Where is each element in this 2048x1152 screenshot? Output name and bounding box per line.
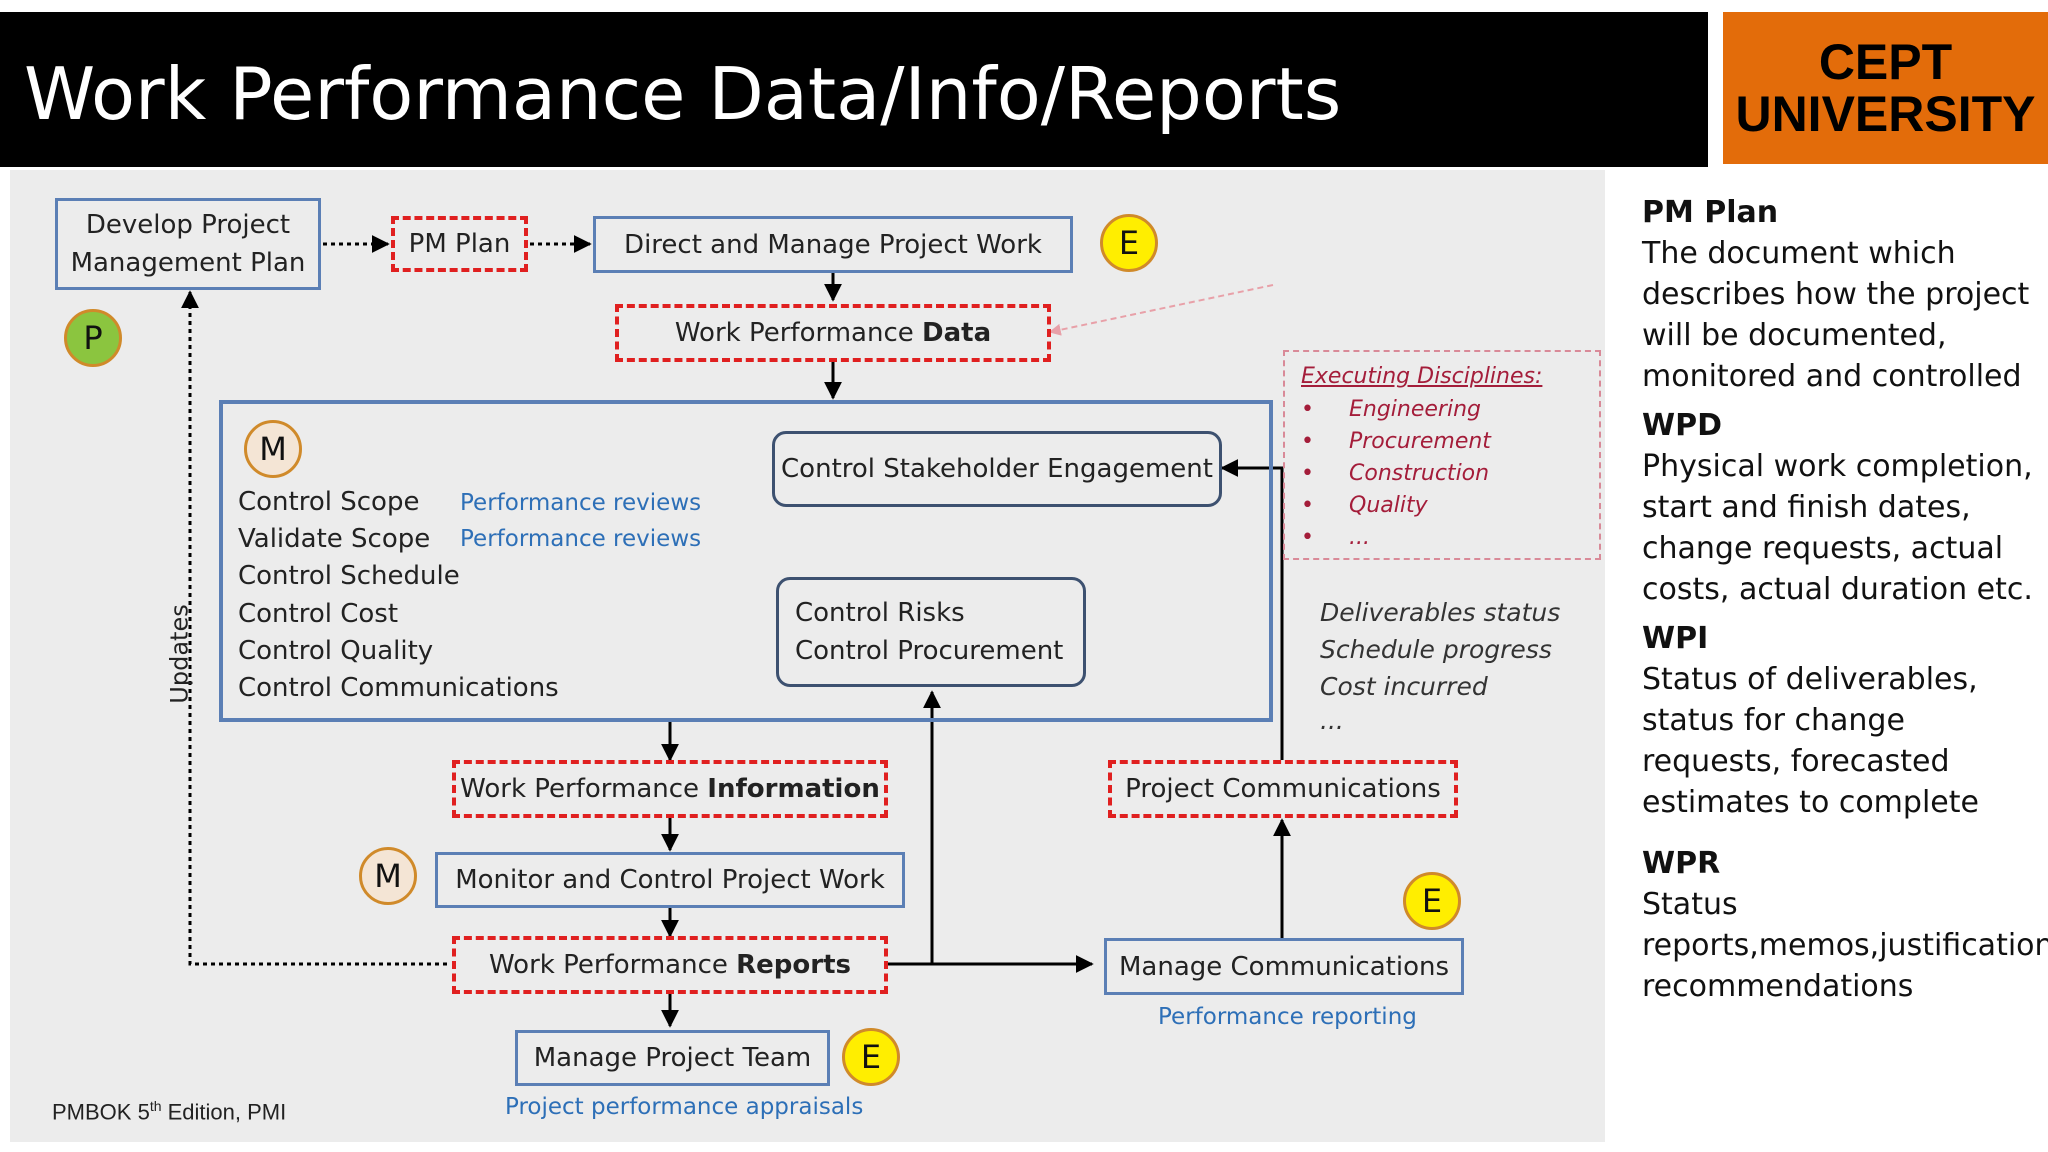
control-stakeholder-label: Control Stakeholder Engagement — [781, 454, 1213, 484]
wpd-bold: Data — [922, 318, 992, 348]
validate-scope: Validate Scope — [238, 524, 431, 554]
exec-item-procurement: Procurement — [1349, 429, 1491, 454]
direct-manage-box: Direct and Manage Project Work — [593, 216, 1073, 273]
planning-badge: P — [64, 309, 122, 367]
develop-pm-plan-box: Develop Project Management Plan — [55, 198, 321, 290]
control-communications: Control Communications — [238, 673, 559, 703]
deliverables-status: Deliverables status — [1320, 598, 1561, 627]
arrow-projcomms-to-stakeholder — [1220, 459, 1284, 760]
monitor-control-box: Monitor and Control Project Work — [435, 852, 905, 908]
badge-m-label: M — [259, 430, 287, 468]
source-sup: th — [149, 1098, 162, 1114]
monitor-control-label: Monitor and Control Project Work — [455, 865, 885, 895]
note-body-pm-plan: The document which describes how the pro… — [1642, 236, 2030, 394]
page-title: Work Performance Data/Info/Reports — [24, 52, 1342, 136]
executing-badge-3: E — [842, 1028, 900, 1086]
exec-item: •Quality — [1301, 493, 1428, 518]
cost-incurred: Cost incurred — [1320, 672, 1488, 701]
monitoring-badge-2: M — [359, 847, 417, 905]
exec-item-construction: Construction — [1349, 461, 1490, 486]
exec-item: •Procurement — [1301, 429, 1491, 454]
exec-item: •Engineering — [1301, 397, 1481, 422]
exec-item-more: ... — [1349, 525, 1370, 550]
wpi-bold: Information — [707, 774, 880, 804]
performance-reporting: Performance reporting — [1158, 1004, 1417, 1030]
note-head-wpi: WPI — [1642, 621, 1709, 656]
control-cost: Control Cost — [238, 599, 399, 629]
badge-m2-label: M — [374, 857, 402, 895]
exec-item-engineering: Engineering — [1349, 397, 1481, 422]
control-scope: Control Scope — [238, 487, 420, 517]
control-quality: Control Quality — [238, 636, 434, 666]
wpr-bold: Reports — [736, 950, 851, 980]
arrow-exec-to-wpd — [1048, 284, 1274, 336]
pm-plan-label: PM Plan — [408, 229, 511, 259]
badge-e-label: E — [1118, 224, 1140, 262]
note-head-pm-plan: PM Plan — [1642, 195, 1779, 230]
diagram-arrows — [181, 235, 1291, 1028]
badge-p-label: P — [83, 319, 103, 357]
control-risks-label: Control Risks — [795, 598, 965, 628]
exec-item-quality: Quality — [1349, 493, 1428, 518]
pm-plan-box: PM Plan — [391, 216, 528, 272]
control-procurement-label: Control Procurement — [795, 636, 1064, 666]
updates-label: Updates — [165, 604, 194, 704]
source-citation: PMBOK 5th Edition, PMI — [52, 1098, 286, 1125]
work-performance-reports-box: Work Performance Reports — [452, 936, 888, 994]
project-performance-appraisals: Project performance appraisals — [505, 1094, 864, 1120]
note-head-wpr: WPR — [1642, 846, 1721, 881]
note-body-wpr: Status reports,memos,justifications, rec… — [1642, 887, 2048, 1004]
cept-university-logo: CEPT UNIVERSITY — [1723, 12, 2048, 164]
schedule-progress: Schedule progress — [1320, 635, 1552, 664]
control-risks-box: Control Risks Control Procurement — [776, 577, 1086, 687]
manage-project-team-box: Manage Project Team — [515, 1030, 830, 1086]
note-body-wpi: Status of deliverables, status for chang… — [1642, 662, 1979, 820]
title-bar: Work Performance Data/Info/Reports — [0, 12, 1708, 167]
logo-line1: CEPT — [1818, 34, 1953, 90]
exec-item: •... — [1301, 525, 1370, 550]
work-performance-information-box: Work Performance Information — [452, 760, 888, 818]
performance-reviews-1: Performance reviews — [460, 490, 702, 516]
arrow-updates-loop — [181, 290, 447, 966]
note-body-wpd: Physical work completion, start and fini… — [1642, 449, 2033, 607]
exec-item: •Construction — [1301, 461, 1490, 486]
wpi-prefix: Work Performance — [460, 774, 708, 804]
process-diagram: Develop Project Management Plan PM Plan … — [10, 170, 1605, 1142]
source-suffix: Edition, PMI — [161, 1099, 287, 1125]
manage-communications-box: Manage Communications — [1104, 938, 1464, 995]
note-head-wpd: WPD — [1642, 408, 1722, 443]
project-communications-box: Project Communications — [1108, 760, 1458, 818]
definitions-panel: PM Plan The document which describes how… — [1642, 192, 2048, 1015]
wpr-prefix: Work Performance — [489, 950, 737, 980]
direct-manage-label: Direct and Manage Project Work — [624, 229, 1042, 260]
control-stakeholder-box: Control Stakeholder Engagement — [772, 431, 1222, 507]
work-performance-data-box: Work Performance Data — [615, 304, 1051, 362]
executing-disciplines-box: Executing Disciplines: •Engineering •Pro… — [1283, 350, 1601, 560]
badge-e2-label: E — [1421, 882, 1443, 920]
source-prefix: PMBOK 5 — [52, 1099, 150, 1125]
manage-team-label: Manage Project Team — [533, 1043, 812, 1073]
control-schedule: Control Schedule — [238, 561, 460, 591]
develop-pm-plan-label: Develop Project Management Plan — [70, 210, 306, 278]
project-communications-label: Project Communications — [1125, 774, 1441, 804]
manage-communications-label: Manage Communications — [1118, 951, 1449, 982]
exec-title: Executing Disciplines: — [1301, 364, 1543, 389]
performance-reviews-2: Performance reviews — [460, 526, 702, 552]
deliverables-more: ... — [1320, 706, 1344, 735]
logo-line2: UNIVERSITY — [1735, 86, 2036, 142]
executing-badge: E — [1100, 214, 1158, 272]
monitoring-badge: M — [244, 420, 302, 478]
executing-badge-2: E — [1403, 872, 1461, 930]
control-processes-frame — [219, 400, 1273, 722]
wpd-prefix: Work Performance — [674, 318, 923, 348]
badge-e3-label: E — [860, 1038, 882, 1076]
